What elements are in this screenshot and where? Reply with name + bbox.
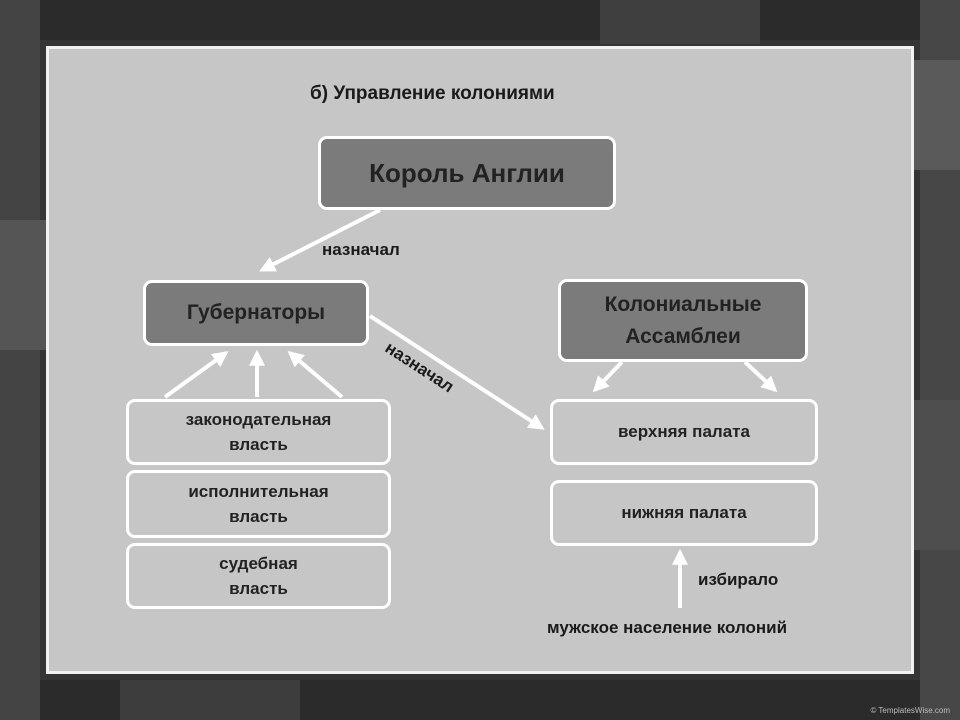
- lower-chamber-box: нижняя палата: [550, 480, 818, 546]
- upper-chamber-label: верхняя палата: [618, 422, 750, 442]
- credit-text: © TemplatesWise.com: [870, 706, 950, 715]
- legislative-label: законодательная власть: [185, 409, 332, 455]
- judicial-box: судебная власть: [126, 543, 391, 609]
- elected-label: избирало: [698, 570, 779, 589]
- king-label: Король Англии: [369, 157, 565, 188]
- assemblies-label: Колониальные Ассамблеи: [604, 293, 762, 348]
- governors-label: Губернаторы: [186, 301, 326, 325]
- governors-box: Губернаторы: [143, 280, 369, 346]
- legislative-box: законодательная власть: [126, 399, 391, 465]
- judicial-label: судебная власть: [219, 553, 298, 599]
- executive-box: исполнительная власть: [126, 470, 391, 538]
- diagram-title: б) Управление колониями: [310, 83, 555, 104]
- population-label: мужское население колоний: [547, 618, 788, 637]
- lower-chamber-label: нижняя палата: [621, 503, 747, 523]
- executive-label: исполнительная власть: [188, 481, 329, 527]
- king-box: Король Англии: [318, 136, 616, 210]
- assemblies-box: Колониальные Ассамблеи: [558, 279, 808, 362]
- upper-chamber-box: верхняя палата: [550, 399, 818, 465]
- appointed-label-1: назначал: [322, 240, 400, 259]
